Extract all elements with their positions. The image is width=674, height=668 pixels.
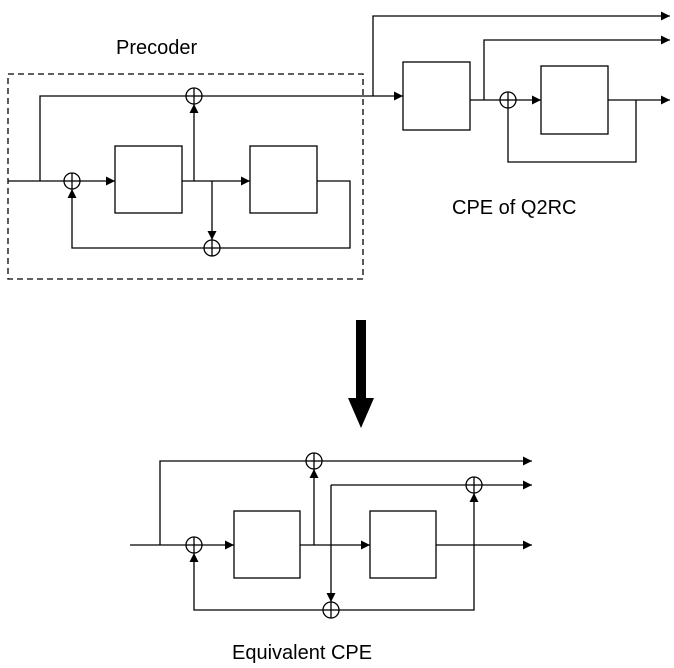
cpe-block-2 <box>540 65 609 135</box>
precoder-label: Precoder <box>116 37 198 59</box>
equivalent-cpe-label: Equivalent CPE <box>232 642 373 664</box>
precoder-top-adder-icon <box>185 87 203 105</box>
cpe-adder-icon <box>499 91 517 109</box>
equiv-input-adder-icon <box>185 536 203 554</box>
equiv-top-adder-icon <box>305 452 323 470</box>
cpe-of-q2rc-label: CPE of Q2RC <box>452 197 577 219</box>
precoder-delay-block-2 <box>249 145 318 214</box>
cpe-block-1 <box>402 61 471 131</box>
equiv-delay-block-1 <box>233 510 301 579</box>
equiv-right-adder-icon <box>465 476 483 494</box>
thick-down-arrow-icon <box>348 320 374 428</box>
precoder-feedback-adder-icon <box>203 239 221 257</box>
precoder-input-adder-icon <box>63 172 81 190</box>
equiv-delay-block-2 <box>369 510 437 579</box>
equiv-feedback-adder-icon <box>322 601 340 619</box>
precoder-delay-block-1 <box>114 145 183 214</box>
